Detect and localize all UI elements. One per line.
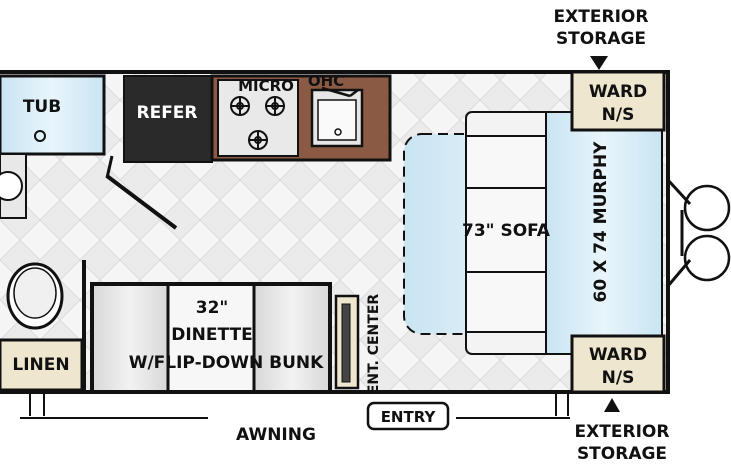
stabilizer-right xyxy=(555,392,569,416)
dinette-table xyxy=(166,282,256,394)
dinette-bench-right xyxy=(252,282,332,394)
dinette-label-2: DINETTE xyxy=(171,325,252,345)
exterior-storage-bottom-label: EXTERIOR xyxy=(575,422,670,442)
exterior-storage-top-label-2: STORAGE xyxy=(556,29,646,49)
burner-icon xyxy=(230,96,285,150)
awning-label: AWNING xyxy=(236,425,316,445)
bath-door xyxy=(105,174,178,230)
micro-label: MICRO xyxy=(238,77,294,95)
sofa-label: 73" SOFA xyxy=(462,221,551,241)
dinette-label-1: 32" xyxy=(196,298,229,318)
sink-drain xyxy=(334,128,342,136)
wardrobe-top xyxy=(570,70,666,132)
entry-step xyxy=(366,401,450,431)
ent-center-label: ENT. CENTER xyxy=(366,294,382,395)
dinette-bench-frame xyxy=(90,282,332,394)
bath-sink xyxy=(0,171,23,201)
ohc-label: OHC xyxy=(308,72,344,90)
tub xyxy=(0,74,106,156)
dinette-label-3: W/FLIP-DOWN BUNK xyxy=(129,353,324,373)
sofa-cushion-top xyxy=(465,135,547,189)
sofa-cushion-bottom xyxy=(465,271,547,333)
tub-label: TUB xyxy=(23,97,61,117)
murphy-bed-label: 60 X 74 MURPHY xyxy=(591,141,611,303)
murphy-mattress xyxy=(545,111,663,355)
arrow-down-icon xyxy=(590,56,608,70)
exterior-storage-top-label: EXTERIOR xyxy=(554,7,649,27)
wardrobe-top-label-2: N/S xyxy=(602,105,635,125)
exterior-storage-bottom-label-2: STORAGE xyxy=(577,444,667,464)
stabilizer-left xyxy=(29,392,45,416)
tv-icon xyxy=(341,303,351,383)
linen-label: LINEN xyxy=(12,355,69,375)
faucet-icon xyxy=(321,86,359,98)
kitchen-sink-basin xyxy=(317,99,357,141)
spare-tire-icon xyxy=(683,184,731,282)
tongue-frame xyxy=(666,178,692,287)
refer-label: REFER xyxy=(136,103,197,123)
outer-wall xyxy=(0,70,670,394)
linen-cabinet xyxy=(0,338,84,392)
entry-label: ENTRY xyxy=(381,408,437,426)
wardrobe-top-label: WARD xyxy=(589,82,647,102)
sofa-cushion-middle xyxy=(465,187,547,273)
refrigerator xyxy=(123,75,213,163)
wardrobe-bottom-label: WARD xyxy=(589,345,647,365)
arrow-up-icon xyxy=(604,398,620,412)
bath-door-frame xyxy=(105,155,114,179)
dinette-bench-left xyxy=(90,282,170,394)
wardrobe-bottom xyxy=(570,334,666,394)
tub-drain xyxy=(34,130,46,142)
toilet-seat xyxy=(13,267,57,319)
wardrobe-bottom-label-2: N/S xyxy=(602,368,635,388)
